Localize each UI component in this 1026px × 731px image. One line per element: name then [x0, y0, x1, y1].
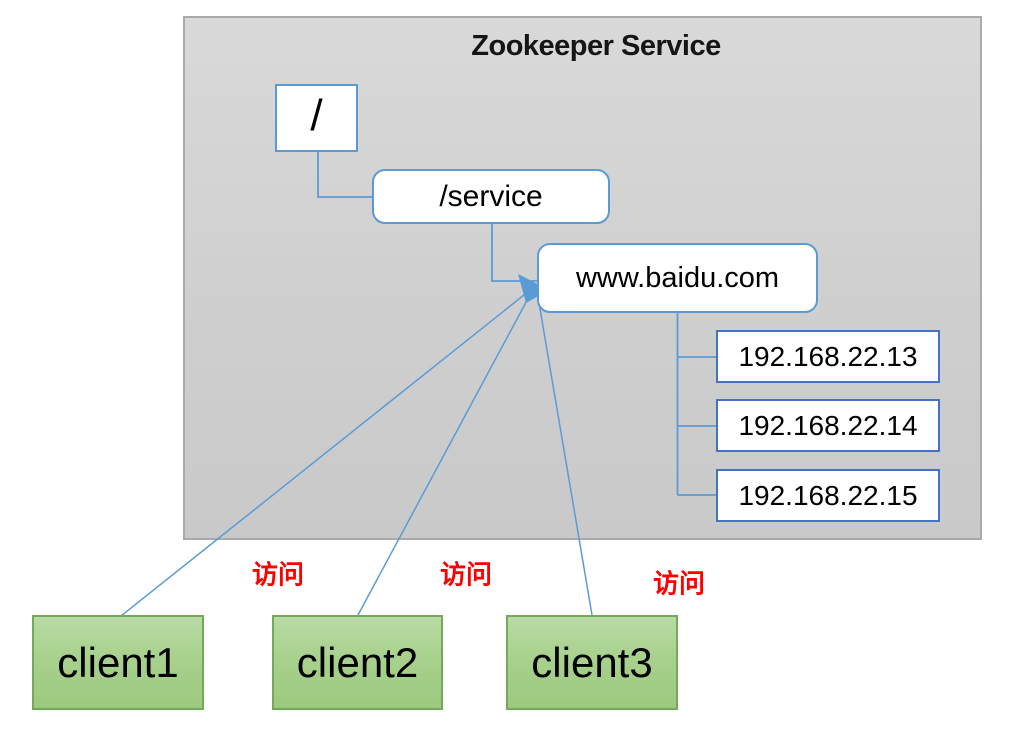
access-line-client1 [120, 290, 530, 617]
connector-domain-to-ips [676, 313, 716, 496]
access-line-client2 [357, 292, 532, 616]
access-arrowhead-icon [518, 274, 549, 303]
znode-service: /service [372, 169, 610, 224]
access-line-client3 [537, 296, 593, 616]
client2-box: client2 [272, 615, 443, 710]
znode-domain: www.baidu.com [537, 243, 818, 313]
client3-box: client3 [506, 615, 678, 710]
connector-service-to-domain [491, 224, 537, 282]
znode-ip-2: 192.168.22.14 [716, 399, 940, 452]
diagram-title: Zookeeper Service [471, 30, 721, 62]
connector-root-to-service [317, 152, 372, 198]
access-label-2: 访问 [439, 559, 493, 590]
znode-ip-1: 192.168.22.13 [716, 330, 940, 383]
znode-root: / [275, 84, 358, 152]
client1-box: client1 [32, 615, 204, 710]
access-label-3: 访问 [652, 568, 706, 599]
znode-ip-3: 192.168.22.15 [716, 469, 940, 522]
access-label-1: 访问 [251, 559, 305, 590]
